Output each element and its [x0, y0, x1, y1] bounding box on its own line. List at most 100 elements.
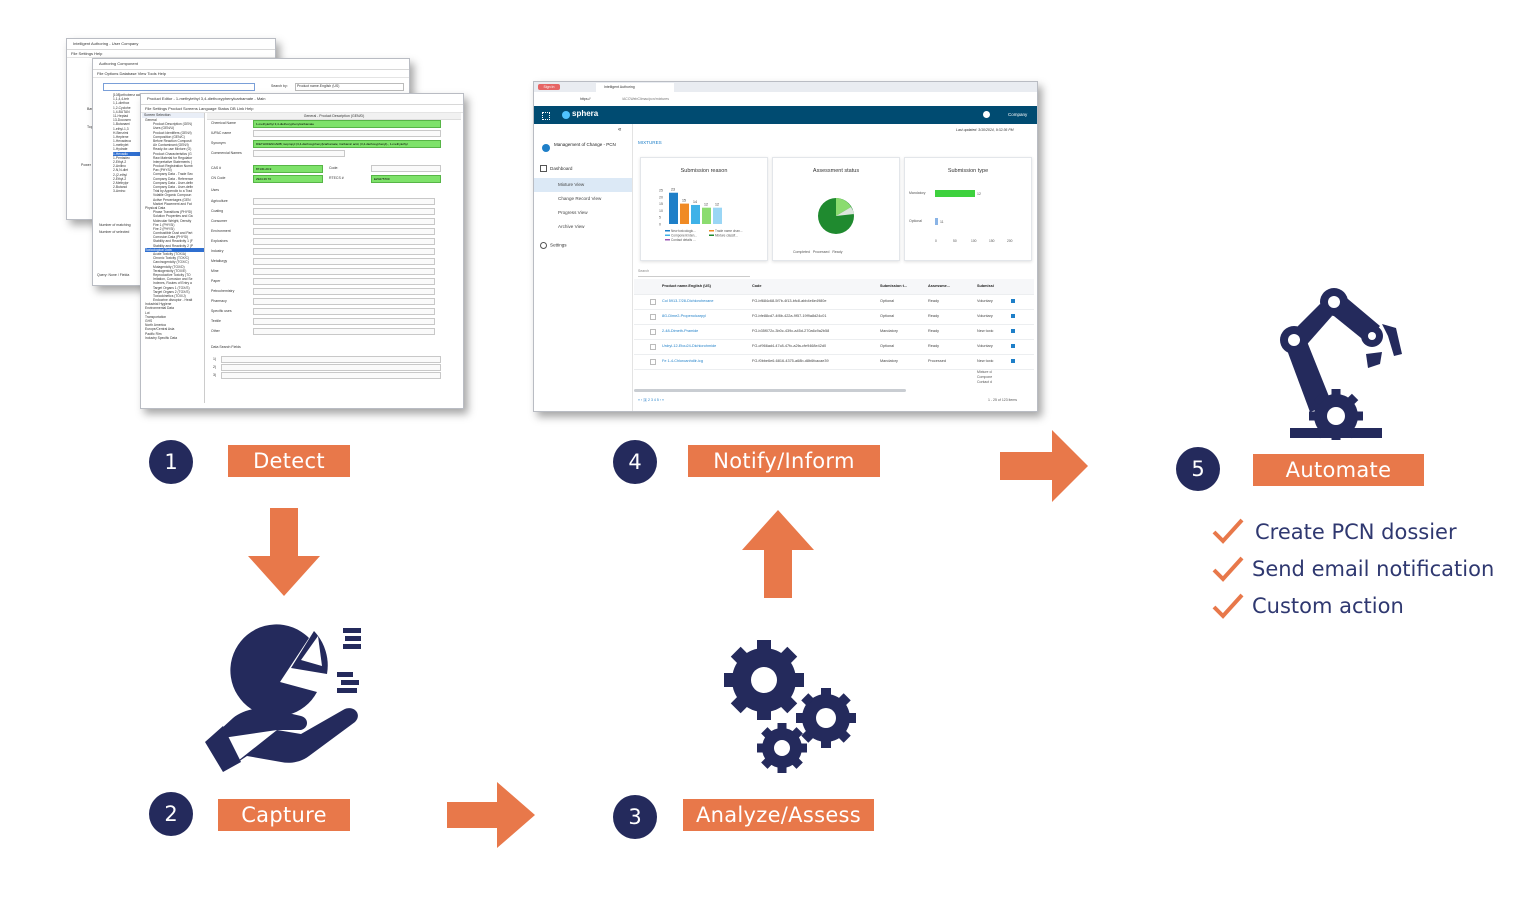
list-item[interactable]: 1-ethyl-1,3	[113, 126, 129, 131]
search-field-input[interactable]	[221, 364, 441, 371]
grid-icon[interactable]	[542, 112, 550, 120]
row-checkbox[interactable]	[650, 299, 656, 305]
cn-code-field[interactable]: 2924 29 70	[253, 175, 323, 183]
tree-item[interactable]: Acute Toxicity (TOX/A)	[153, 252, 187, 256]
nav-item-progress-view[interactable]: Progress View	[558, 210, 588, 215]
tree-item[interactable]: Mutagenicity (TOX/D)	[153, 264, 185, 269]
field-input[interactable]	[253, 198, 435, 205]
tree-item[interactable]: Interpretative Statements (	[153, 159, 192, 164]
list-item[interactable]: 3-Amino	[113, 189, 126, 194]
tree-item[interactable]: Environmental Data	[145, 306, 174, 311]
tree-item[interactable]: Before Reaction Composit	[153, 138, 192, 143]
list-item[interactable]: 11-Heptad	[113, 113, 129, 118]
tree-item[interactable]: Pacific Rim	[145, 331, 162, 336]
tree-item[interactable]: Uses (GEN/U)	[153, 126, 175, 131]
tree-item[interactable]: Endocrine disruptor - Healt	[153, 298, 193, 303]
tree-item[interactable]: Ready-for-use Mixture (G)	[153, 147, 192, 152]
search-by-select[interactable]: Product name.English (US)	[295, 83, 404, 91]
synonym-field[interactable]: DIETHOFENCARB; isopropyl (3,4-diethoxyph…	[253, 140, 441, 148]
code-field[interactable]	[371, 165, 441, 172]
url-text[interactable]: https://	[580, 97, 591, 101]
list-item[interactable]: 1,2-Cyclohe	[113, 105, 131, 110]
tree-item[interactable]: Chronic Toxicity (TOX/C)	[153, 256, 190, 261]
field-input[interactable]	[253, 238, 435, 245]
user-name[interactable]: Company	[1008, 112, 1028, 117]
tree-item[interactable]: Raw Material for Regulator	[153, 155, 193, 160]
tree-item[interactable]: General	[145, 118, 157, 122]
col-assessment[interactable]: Assessme...	[928, 284, 950, 288]
field-input[interactable]	[253, 208, 435, 215]
hbar[interactable]	[935, 190, 975, 197]
pager-page-3[interactable]: 3	[650, 398, 653, 402]
nav-dashboard[interactable]: Dashboard	[540, 162, 628, 176]
pager-first-icon[interactable]: «	[638, 398, 640, 402]
nav-item-change-record-view[interactable]: Change Record View	[558, 196, 602, 201]
tree-item[interactable]: Trial by Appendix to a Trad	[153, 189, 193, 194]
search-input[interactable]	[103, 83, 255, 91]
tree-item[interactable]: Irritation, Corrosion and Se	[153, 277, 193, 282]
list-item[interactable]: 2-Methylpr	[113, 180, 129, 185]
field-input[interactable]	[253, 218, 435, 225]
field-input[interactable]	[253, 228, 435, 235]
col-submission-type[interactable]: Submission t...	[880, 284, 908, 288]
list-item[interactable]: H-Benzimi	[113, 130, 129, 135]
search-input[interactable]: Search	[638, 269, 750, 277]
tree-item[interactable]: Europe/Central Asia	[145, 327, 175, 332]
tree-item[interactable]: Target Organs 2 (TOX/S)	[153, 289, 190, 294]
list-item[interactable]: 2-(2-ethyl	[113, 172, 127, 177]
list-item[interactable]: 1-Hexadeca	[113, 139, 131, 144]
list-item[interactable]: 2-Ethyl-2	[113, 176, 127, 181]
tree-item[interactable]: Corrosion Data (PHYSI)	[153, 235, 189, 240]
search-field-input[interactable]	[221, 372, 441, 379]
field-input[interactable]	[253, 258, 435, 265]
tree-item[interactable]: Industrial Hygiene	[145, 302, 172, 307]
tree-item[interactable]: Phase Transitions (PHYSI)	[153, 210, 193, 215]
iupac-name-field[interactable]	[253, 130, 441, 137]
field-input[interactable]	[253, 288, 435, 295]
cas-field[interactable]: 87130-20-9	[253, 165, 323, 173]
list-item[interactable]: 1,1,4,4-tetr	[113, 97, 129, 102]
search-field-input[interactable]	[221, 356, 441, 363]
nav-settings[interactable]: Settings	[540, 242, 567, 249]
list-item[interactable]: [108]orthobenz acid	[113, 93, 142, 97]
tree-item[interactable]: Air Contaminant (GEN/I)	[153, 143, 189, 148]
row-edit-icon[interactable]	[1011, 299, 1015, 303]
row-checkbox[interactable]	[650, 314, 656, 320]
bar[interactable]	[691, 204, 700, 224]
list-item[interactable]: 1-Heptene	[113, 134, 129, 139]
list-item[interactable]: 1,4-BUTAN	[113, 109, 130, 114]
pager-page-1[interactable]: 1	[643, 398, 648, 402]
list-item[interactable]: 2-N,N-diet	[113, 168, 129, 173]
commercial-names-field[interactable]	[253, 150, 345, 157]
rtecs-field[interactable]: EZ4275700	[371, 175, 441, 183]
list-item[interactable]: 13-Docosen	[113, 118, 131, 123]
tree-item[interactable]: Stability and Reactivity 2 (P	[153, 243, 194, 248]
list-item[interactable]: 2-Anilino	[113, 164, 126, 169]
tree-item[interactable]: Physical Data	[145, 205, 166, 210]
tree-item[interactable]: Toxicokinetics (TOX/J)	[153, 293, 186, 298]
tab-intelligent-authoring[interactable]: Intelligent Authoring	[596, 83, 674, 92]
row-edit-icon[interactable]	[1011, 314, 1015, 318]
collapse-icon[interactable]: «	[618, 127, 622, 133]
tree-item[interactable]: Market Placement and Fat	[153, 201, 192, 206]
tree-item[interactable]: Company Data - Trade Sec	[153, 172, 193, 177]
row-checkbox[interactable]	[650, 344, 656, 350]
pager-page-5[interactable]: 5	[656, 398, 659, 402]
nav-item-mixture-view[interactable]: Mixture View	[534, 178, 632, 192]
row-checkbox[interactable]	[650, 359, 656, 365]
tree-item[interactable]: GHS	[145, 319, 153, 323]
list-item[interactable]: 1-Butanami	[113, 122, 130, 127]
row-edit-icon[interactable]	[1011, 359, 1015, 363]
table-scrollbar[interactable]	[634, 389, 906, 392]
row-edit-icon[interactable]	[1011, 344, 1015, 348]
tree-item[interactable]: Industry Specific Data	[145, 335, 178, 340]
tree-item[interactable]: Teratogenicity (TOX/E)	[153, 268, 187, 273]
list-item[interactable]: 1-Pentadec	[113, 155, 130, 160]
row-edit-icon[interactable]	[1011, 329, 1015, 333]
pager-prev-icon[interactable]: ‹	[640, 398, 643, 402]
